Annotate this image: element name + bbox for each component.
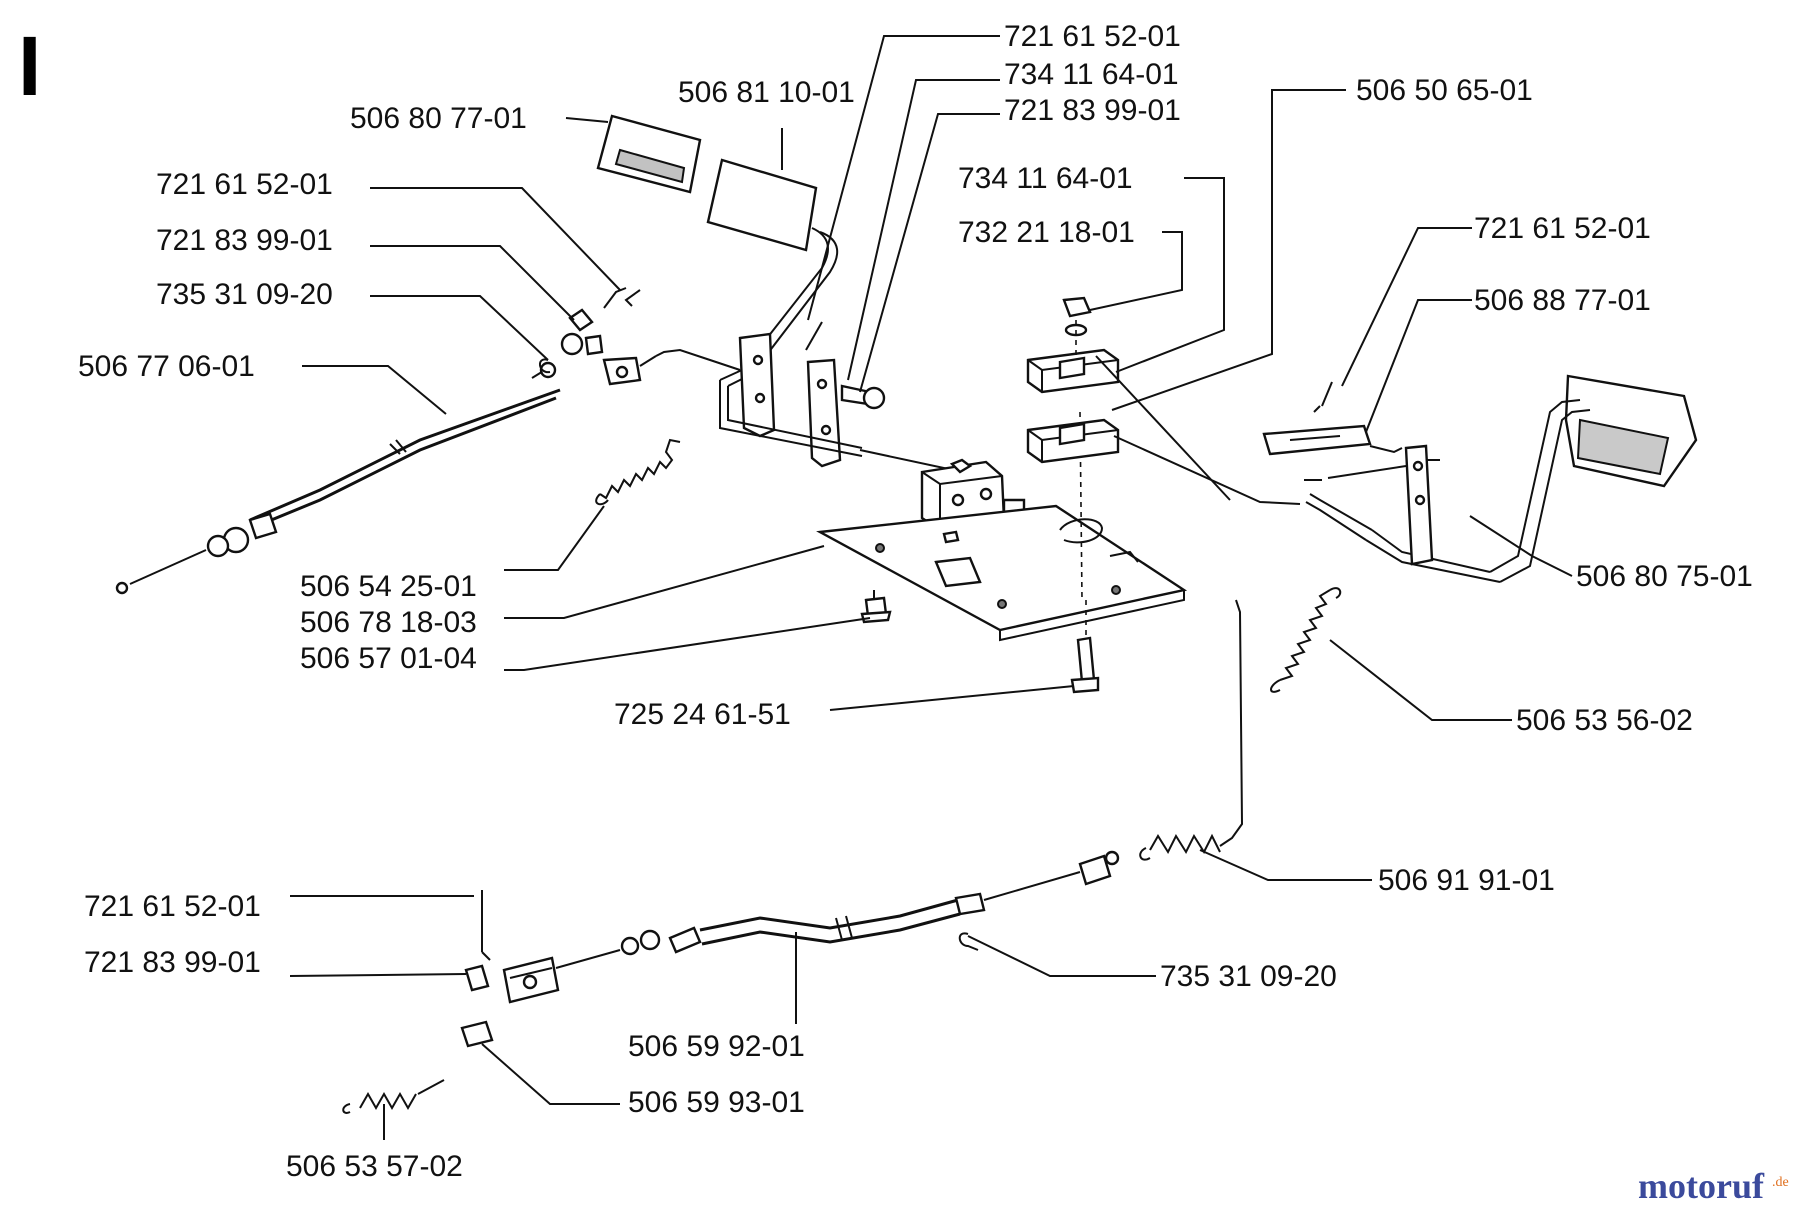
leader-23 <box>289 973 467 977</box>
parts-artwork <box>115 114 1698 1114</box>
part-label-16: 506 78 18-03 <box>300 606 477 639</box>
part-label-21: 506 91 91-01 <box>1378 864 1555 897</box>
leader-14 <box>1365 299 1472 433</box>
leader-5 <box>859 113 1000 393</box>
leader-8 <box>370 245 575 321</box>
left-pedal-pad-part <box>596 114 702 194</box>
part-number-labels: 506 80 77-01 506 81 10-01 721 61 52-01 7… <box>78 20 1753 1183</box>
leader-7 <box>370 187 621 291</box>
part-label-13: 721 61 52-01 <box>1474 212 1651 245</box>
part-label-3: 721 61 52-01 <box>1004 20 1181 53</box>
lower-springs-part <box>342 599 1244 1114</box>
watermark-brand: motoruf <box>1638 1166 1765 1206</box>
watermark-brand-text: motoruf <box>1638 1166 1765 1206</box>
part-label-27: 506 53 57-02 <box>286 1150 463 1183</box>
part-label-18: 725 24 61-51 <box>614 698 791 731</box>
leader-16 <box>504 545 825 619</box>
clamp-blocks-part <box>1026 296 1120 464</box>
part-label-7: 721 61 52-01 <box>156 168 333 201</box>
left-cable-part <box>115 348 741 595</box>
base-plate-part <box>816 504 1188 642</box>
leader-18 <box>829 685 1075 711</box>
part-label-10: 506 77 06-01 <box>78 350 255 383</box>
part-label-15: 506 54 25-01 <box>300 570 477 603</box>
leader-26 <box>481 1043 620 1105</box>
leader-10 <box>302 365 447 415</box>
leader-13 <box>1341 227 1472 387</box>
leader-1 <box>565 117 609 123</box>
right-spring-part <box>1270 587 1342 693</box>
part-label-4: 734 11 64-01 <box>1004 58 1179 91</box>
leader-4 <box>847 79 1000 381</box>
part-label-24: 735 31 09-20 <box>1160 960 1337 993</box>
section-letter: I <box>18 19 41 113</box>
part-label-5: 721 83 99-01 <box>1004 94 1181 127</box>
part-label-22: 721 61 52-01 <box>84 890 261 923</box>
left-small-parts <box>539 287 627 374</box>
part-label-6: 506 50 65-01 <box>1356 74 1533 107</box>
lower-cable-part <box>502 850 1120 1004</box>
right-bracket-part <box>1095 355 1440 566</box>
leader-17 <box>504 617 871 671</box>
leader-20 <box>1329 639 1512 721</box>
brake-pedal-part <box>706 158 839 387</box>
right-pedal-part <box>1305 374 1698 583</box>
leader-21 <box>1199 849 1372 881</box>
part-label-14: 506 88 77-01 <box>1474 284 1651 317</box>
leader-12 <box>1089 231 1183 311</box>
leader-15 <box>504 505 605 571</box>
watermark-logo: motoruf .de <box>1638 1166 1789 1206</box>
leader-lines <box>289 35 1573 1140</box>
leader-6 <box>1111 89 1346 411</box>
part-label-11: 734 11 64-01 <box>958 162 1133 195</box>
leader-24 <box>967 935 1156 977</box>
left-spring-part <box>595 438 681 506</box>
leader-11 <box>1115 177 1225 373</box>
watermark-tld: .de <box>1772 1175 1789 1190</box>
part-label-26: 506 59 93-01 <box>628 1086 805 1119</box>
pedal-bracket-part <box>719 332 1001 481</box>
part-label-25: 506 59 92-01 <box>628 1030 805 1063</box>
part-label-1: 506 80 77-01 <box>350 102 527 135</box>
part-label-8: 721 83 99-01 <box>156 224 333 257</box>
leader-19 <box>1469 515 1573 577</box>
pins-and-bolts <box>531 289 886 410</box>
part-label-23: 721 83 99-01 <box>84 946 261 979</box>
part-label-20: 506 53 56-02 <box>1516 704 1693 737</box>
part-label-19: 506 80 75-01 <box>1576 560 1753 593</box>
leader-9 <box>370 295 549 361</box>
lower-small-parts <box>460 890 979 1048</box>
part-label-9: 735 31 09-20 <box>156 278 333 311</box>
part-label-2: 506 81 10-01 <box>678 76 855 109</box>
part-label-12: 732 21 18-01 <box>958 216 1135 249</box>
part-label-17: 506 57 01-04 <box>300 642 477 675</box>
leader-3 <box>807 35 1000 321</box>
